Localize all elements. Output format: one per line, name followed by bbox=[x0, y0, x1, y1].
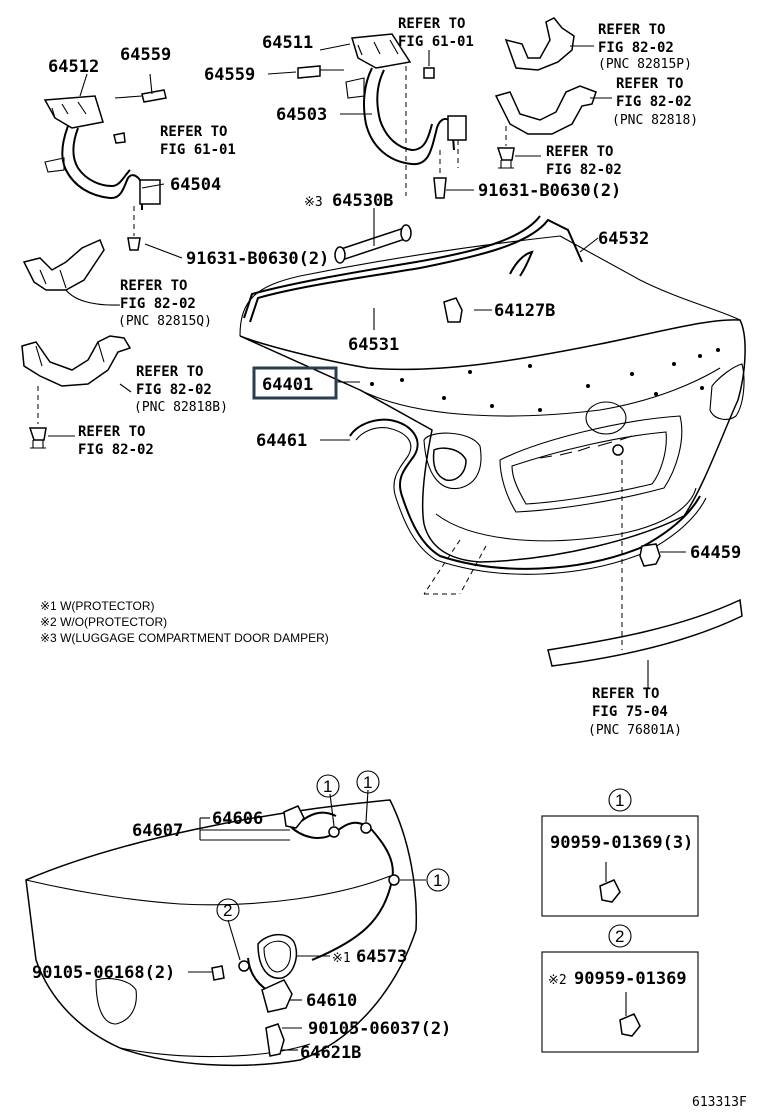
ref3-line2: FIG 82-02 bbox=[616, 94, 692, 110]
highlight-64401 bbox=[252, 366, 338, 400]
ref9-line3: (PNC 76801A) bbox=[588, 723, 682, 738]
ref8-line2: FIG 82-02 bbox=[78, 442, 154, 458]
ref5-line2: FIG 82-02 bbox=[546, 162, 622, 178]
part-64127B: 64127B bbox=[494, 301, 555, 321]
callout-2a: 2 bbox=[223, 901, 232, 920]
ref1-line2: FIG 61-01 bbox=[398, 34, 474, 50]
part-91631-b0630-a: 91631-B0630(2) bbox=[478, 181, 621, 201]
mark-3: ※3 bbox=[304, 195, 323, 210]
mark-1: ※1 bbox=[332, 951, 351, 966]
part-64461: 64461 bbox=[256, 431, 307, 451]
callout-1c: 1 bbox=[433, 871, 442, 890]
circled-callouts bbox=[216, 770, 450, 922]
note-1: ※1 W(PROTECTOR) bbox=[40, 599, 155, 613]
ref9-line1: REFER TO bbox=[592, 686, 659, 702]
ref2-line2: FIG 82-02 bbox=[598, 40, 674, 56]
part-64530B: 64530B bbox=[332, 191, 393, 211]
ref4-line1: REFER TO bbox=[160, 124, 227, 140]
part-90105-06168: 90105-06168(2) bbox=[32, 963, 175, 983]
part-64607: 64607 bbox=[132, 821, 183, 841]
garnish-illustration bbox=[547, 598, 743, 667]
ref6-line2: FIG 82-02 bbox=[120, 296, 196, 312]
ref7-line2: FIG 82-02 bbox=[136, 382, 212, 398]
part-91631-b0630-b: 91631-B0630(2) bbox=[186, 249, 329, 269]
torsion-bar-illustration bbox=[243, 215, 583, 323]
note-3: ※3 W(LUGGAGE COMPARTMENT DOOR DAMPER) bbox=[40, 631, 329, 645]
part-90959-01369-3: 90959-01369(3) bbox=[550, 833, 693, 853]
part-64511: 64511 bbox=[262, 33, 313, 53]
stopper-illustration bbox=[639, 543, 661, 567]
part-64559-b: 64559 bbox=[204, 65, 255, 85]
part-64559-a: 64559 bbox=[120, 45, 171, 65]
ref9-line2: FIG 75-04 bbox=[592, 704, 668, 720]
luggage-door-panel-illustration bbox=[239, 235, 746, 563]
part-64531: 64531 bbox=[348, 335, 399, 355]
ref7-line1: REFER TO bbox=[136, 364, 203, 380]
hinge-bracket-left-illustration bbox=[43, 89, 183, 259]
cable-end-illustration bbox=[283, 805, 305, 829]
part-64532: 64532 bbox=[598, 229, 649, 249]
part-64512: 64512 bbox=[48, 57, 99, 77]
ref3-line3: (PNC 82818) bbox=[612, 113, 698, 128]
note-2: ※2 W/O(PROTECTOR) bbox=[40, 615, 167, 629]
hinge-bracket-right-illustration bbox=[297, 33, 474, 199]
mark-2-box: ※2 bbox=[548, 973, 567, 988]
figure-code: 613313F bbox=[692, 1095, 747, 1110]
ref1-line1: REFER TO bbox=[398, 16, 465, 32]
detail-box-1-title: 1 bbox=[615, 791, 624, 810]
ref7-line3: (PNC 82818B) bbox=[134, 400, 228, 415]
weatherstrip-illustration bbox=[349, 418, 701, 570]
part-64504: 64504 bbox=[170, 175, 221, 195]
ref4-line2: FIG 61-01 bbox=[160, 142, 236, 158]
ref8-line1: REFER TO bbox=[78, 424, 145, 440]
part-64459: 64459 bbox=[690, 543, 741, 563]
detail-box-1 bbox=[541, 788, 699, 917]
ref6-line1: REFER TO bbox=[120, 278, 187, 294]
part-64503: 64503 bbox=[276, 105, 327, 125]
leader-lines-lower bbox=[188, 789, 426, 1051]
ref5-line1: REFER TO bbox=[546, 144, 613, 160]
clip-illustration bbox=[443, 297, 463, 323]
callout-1b: 1 bbox=[363, 773, 372, 792]
part-64610: 64610 bbox=[306, 991, 357, 1011]
ref2-line1: REFER TO bbox=[598, 22, 665, 38]
part-64621B: 64621B bbox=[300, 1043, 361, 1063]
ref2-line3: (PNC 82815P) bbox=[598, 57, 692, 72]
part-64573: 64573 bbox=[356, 947, 407, 967]
damper-illustration bbox=[334, 224, 412, 264]
part-64606: 64606 bbox=[212, 809, 263, 829]
part-90959-01369: 90959-01369 bbox=[574, 969, 687, 989]
part-64401: 64401 bbox=[262, 375, 313, 395]
cover-protector-right-illustration bbox=[494, 17, 612, 169]
ref3-line1: REFER TO bbox=[616, 76, 683, 92]
part-90105-06037: 90105-06037(2) bbox=[308, 1019, 451, 1039]
detail-box-2 bbox=[541, 924, 699, 1053]
lock-assembly-illustration bbox=[211, 933, 298, 1057]
luggage-door-lower-illustration bbox=[25, 799, 418, 1067]
leader-lines-upper bbox=[79, 43, 599, 441]
ref6-line3: (PNC 82815Q) bbox=[118, 314, 212, 329]
detail-box-2-title: 2 bbox=[615, 927, 624, 946]
cover-protector-left-illustration bbox=[21, 238, 132, 449]
callout-1a: 1 bbox=[323, 777, 332, 796]
